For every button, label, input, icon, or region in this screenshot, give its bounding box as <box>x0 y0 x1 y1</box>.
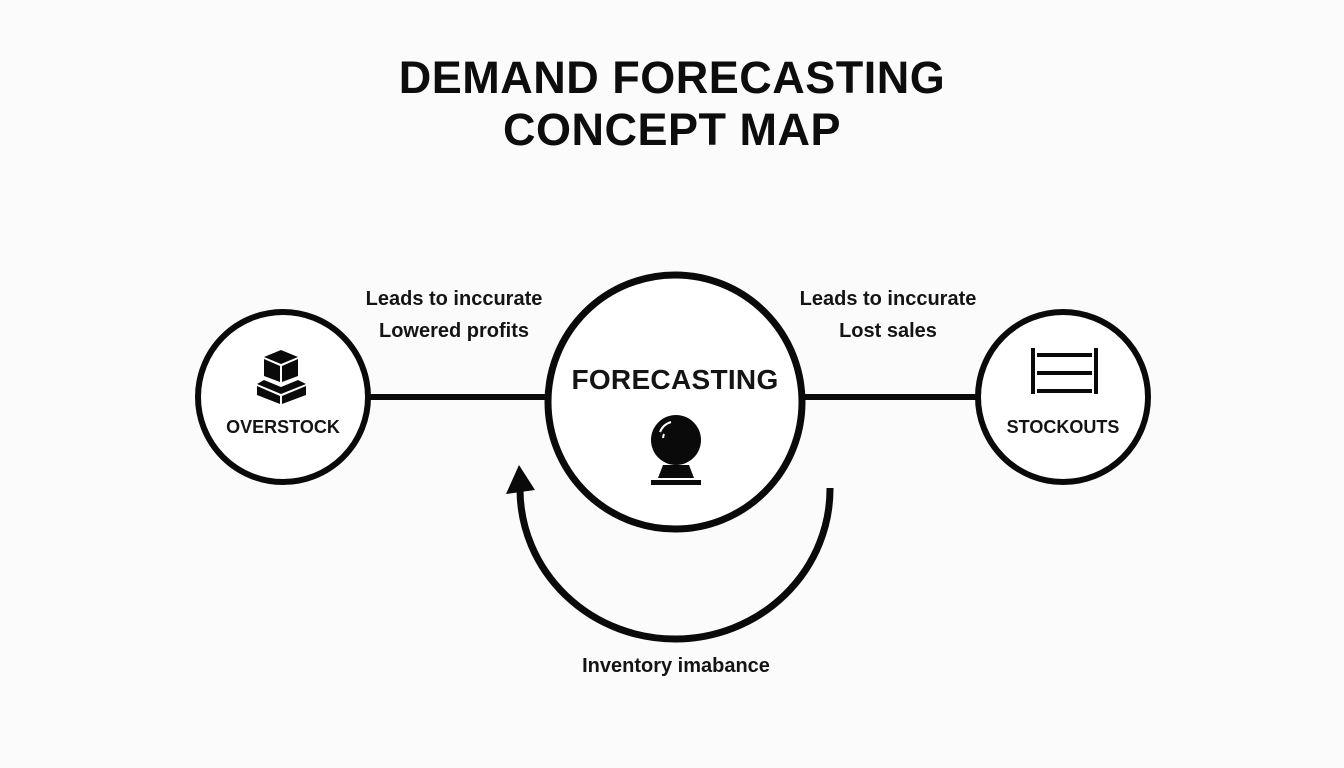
stockouts-node-circle <box>975 309 1151 485</box>
title-line-2: CONCEPT MAP <box>502 104 841 155</box>
arrow-head-icon <box>506 465 535 494</box>
stockouts-node-label: STOCKOUTS <box>1006 417 1120 437</box>
edge-label-right-line-1: Leads to inccurate <box>799 288 977 310</box>
forecasting-node-label: FORECASTING <box>571 364 779 395</box>
edge-label-right: Leads to inccurate Lost sales <box>774 283 1002 347</box>
empty-shelf-icon <box>1031 348 1098 394</box>
page-title: DEMAND FORECASTING CONCEPT MAP <box>0 52 1344 156</box>
feedback-loop-arrow <box>516 487 834 643</box>
crystal-ball-icon <box>651 415 701 485</box>
edge-label-left-line-1: Leads to inccurate <box>365 288 543 310</box>
title-line-1: DEMAND FORECASTING <box>398 52 946 103</box>
edge-label-left: Leads to inccurate Lowered profits <box>340 283 568 347</box>
overstock-node-label: OVERSTOCK <box>226 417 340 437</box>
forecasting-node-circle <box>544 271 806 533</box>
edge-label-left-line-2: Lowered profits <box>378 320 529 342</box>
loop-label: Inventory imabance <box>582 655 770 677</box>
stacked-boxes-icon <box>257 350 306 404</box>
edge-label-right-line-2: Lost sales <box>839 320 937 342</box>
